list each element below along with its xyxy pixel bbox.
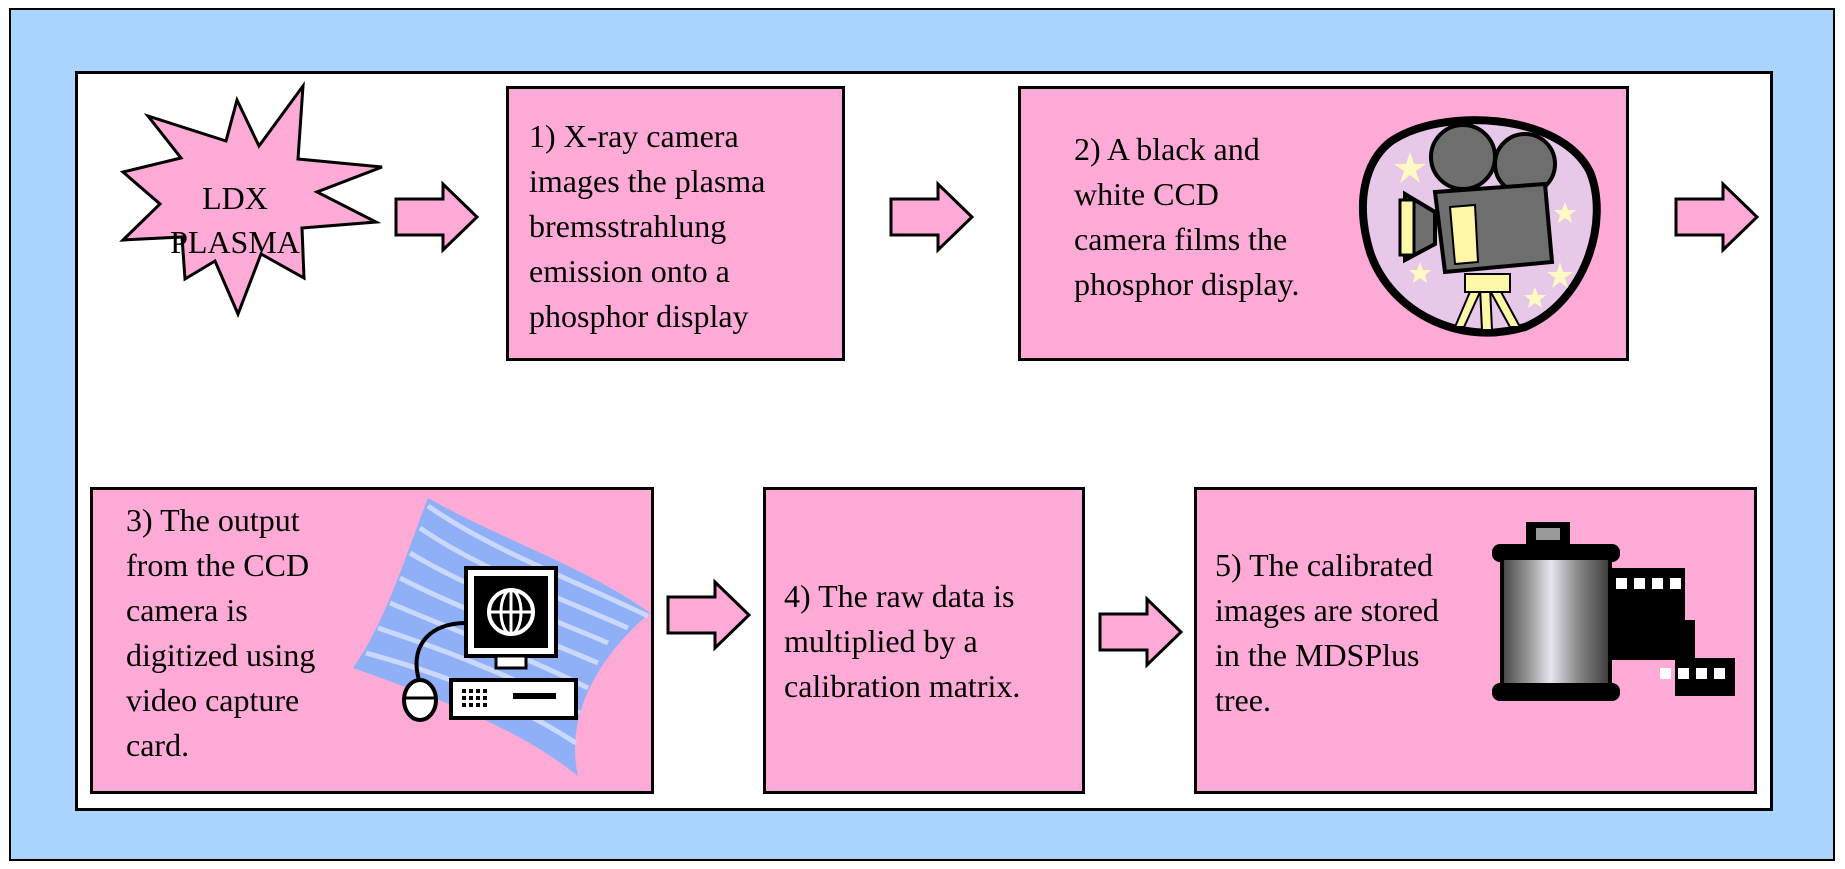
step-1-text: 1) X-ray camera images the plasma bremss… [529, 118, 766, 334]
step-4-text: 4) The raw data is multiplied by a calib… [784, 578, 1021, 704]
right-arrow-icon [1674, 180, 1760, 254]
computer-icon [353, 498, 650, 776]
right-arrow-icon [394, 180, 480, 254]
step-2-text: 2) A black and white CCD camera films th… [1074, 131, 1300, 302]
film-roll-icon [1492, 522, 1735, 701]
step-5-text: 5) The calibrated images are stored in t… [1215, 547, 1439, 718]
right-arrow-icon [889, 180, 975, 254]
step-3-text: 3) The output from the CCD camera is dig… [126, 502, 316, 763]
step-4-box [763, 487, 1085, 794]
step-1-box [506, 86, 845, 361]
starburst-icon [119, 80, 383, 318]
right-arrow-icon [1098, 595, 1184, 669]
movie-camera-icon [1358, 116, 1601, 337]
source-label: LDX PLASMA [170, 180, 300, 260]
right-arrow-icon [666, 578, 752, 652]
